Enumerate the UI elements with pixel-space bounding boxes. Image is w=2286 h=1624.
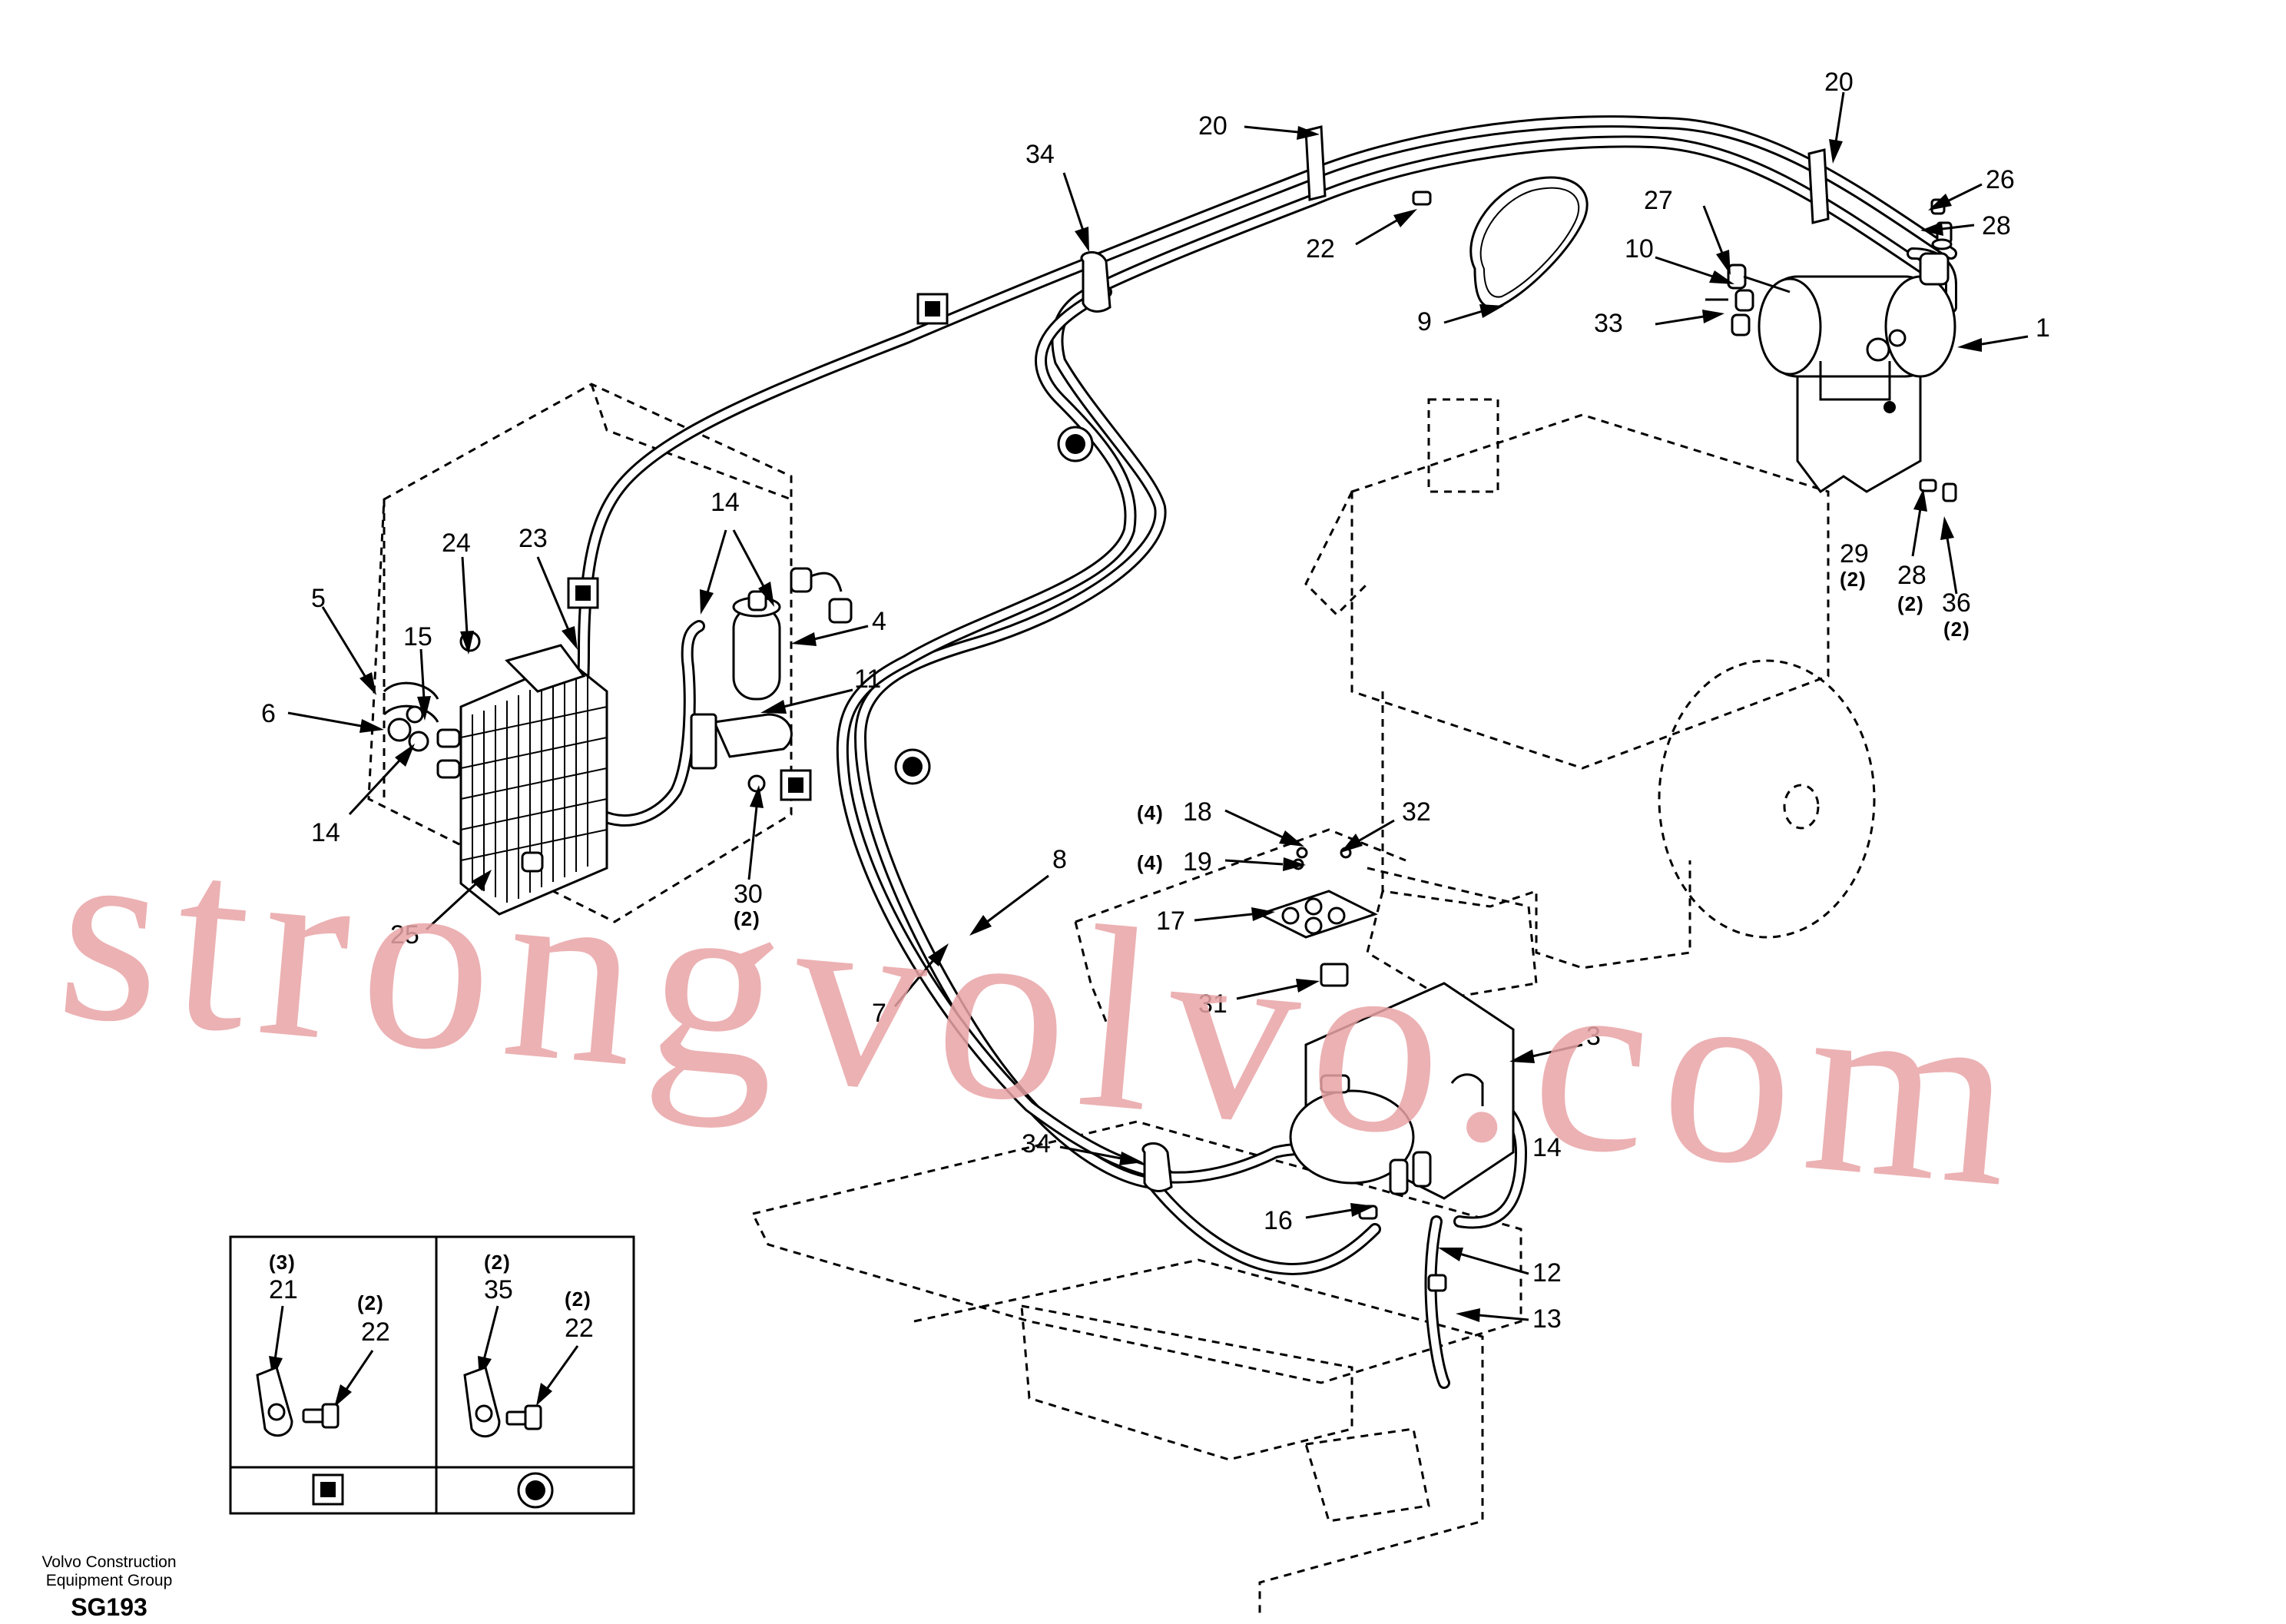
callout-31: 31: [1198, 989, 1227, 1019]
receiver-drier: [690, 567, 853, 793]
callout-29-qty: (2): [1840, 568, 1867, 591]
inset-right-qty-22: (2): [565, 1288, 591, 1311]
callout-1: 1: [2036, 313, 2050, 343]
callout-9: 9: [1417, 307, 1432, 336]
callout-13: 13: [1532, 1304, 1562, 1334]
marker-symbols: [567, 293, 1094, 801]
callout-5: 5: [311, 584, 326, 613]
callout-33: 33: [1594, 309, 1623, 338]
callout-17: 17: [1156, 906, 1185, 936]
callout-25: 25: [390, 920, 419, 950]
inset-right-label-22: 22: [565, 1314, 594, 1343]
compressor: [1758, 275, 1956, 494]
callout-7: 7: [872, 999, 886, 1028]
callout-19: 19: [1183, 847, 1212, 877]
dashed-outlines: [367, 383, 1876, 1613]
callout-28-bottom-qty: (2): [1897, 592, 1924, 615]
leader-lines: [287, 91, 2029, 1322]
callout-14-evaporator: 14: [1532, 1133, 1562, 1162]
inset-left-qty-21: (3): [269, 1251, 296, 1274]
inset-right-qty-35: (2): [484, 1251, 511, 1274]
callout-34-top: 34: [1025, 140, 1055, 169]
callout-36: 36: [1942, 588, 1971, 618]
callout-18: 18: [1183, 797, 1212, 827]
company-name-line2: Equipment Group: [45, 1572, 173, 1589]
callout-20-top: 20: [1198, 111, 1227, 141]
callout-4: 4: [872, 607, 886, 636]
callout-16: 16: [1264, 1206, 1293, 1235]
inset-left-qty-22: (2): [357, 1291, 384, 1314]
callout-27: 27: [1644, 186, 1673, 215]
evaporator-unit: [1289, 982, 1515, 1200]
callout-12: 12: [1532, 1258, 1562, 1288]
callout-28-top: 28: [1982, 211, 2011, 240]
callout-19-qty: (4): [1137, 851, 1164, 874]
callout-23: 23: [518, 524, 548, 553]
drawing-code: SG193: [71, 1593, 147, 1621]
callout-29: 29: [1840, 539, 1869, 568]
inset-right-label-35: 35: [484, 1275, 513, 1304]
callout-32: 32: [1402, 797, 1431, 827]
inset-legend: (3) 21 (2) 22 (2) 35 (2) 22: [229, 1235, 635, 1515]
callout-30-qty: (2): [734, 907, 760, 930]
callout-24: 24: [442, 529, 471, 558]
callout-14-condenser: 14: [311, 818, 340, 847]
callout-22: 22: [1306, 234, 1335, 263]
callout-28-bottom: 28: [1897, 561, 1927, 590]
callout-26: 26: [1986, 165, 2015, 194]
drive-belt: [1469, 176, 1589, 310]
callout-36-qty: (2): [1943, 618, 1970, 641]
callout-20-right: 20: [1824, 68, 1854, 97]
footer: Volvo Construction Equipment Group SG193: [17, 1553, 201, 1624]
callout-labels: 1 3 4 5 6 7 8 9 10 11 12 13 14 14 14 15 …: [261, 68, 2050, 1334]
callout-30: 30: [734, 880, 763, 909]
callout-15: 15: [403, 622, 432, 651]
inset-left-label-22: 22: [361, 1317, 390, 1347]
control-block: [1257, 847, 1378, 987]
callout-6: 6: [261, 699, 276, 728]
callout-10: 10: [1625, 234, 1654, 263]
company-name-line1: Volvo Construction: [41, 1553, 177, 1571]
callout-3: 3: [1586, 1022, 1601, 1051]
watermark: strongvolvo.com: [49, 782, 2037, 1242]
callout-11: 11: [854, 665, 881, 694]
callout-18-qty: (4): [1137, 801, 1164, 824]
callout-14-drier: 14: [711, 488, 740, 517]
inset-left-label-21: 21: [269, 1275, 298, 1304]
callout-34-bottom: 34: [1022, 1129, 1051, 1158]
callout-8: 8: [1052, 845, 1067, 874]
